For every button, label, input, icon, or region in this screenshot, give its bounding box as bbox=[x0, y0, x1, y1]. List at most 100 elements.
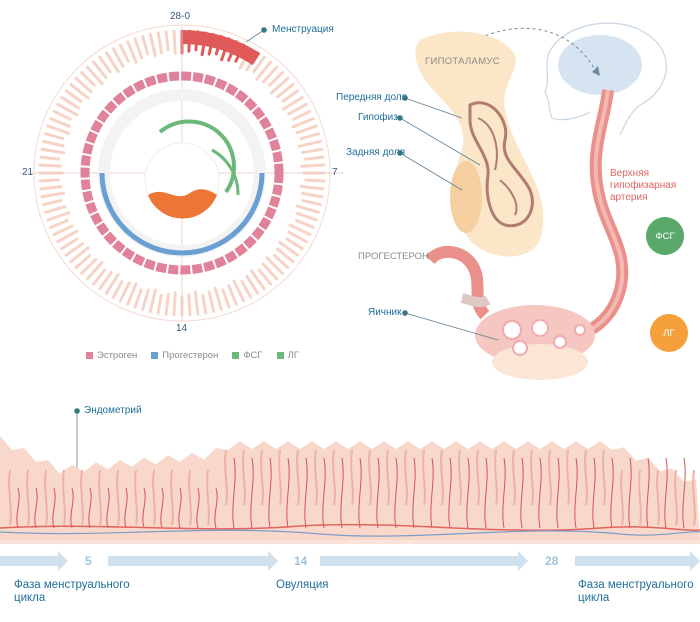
endometrial-gland bbox=[170, 469, 174, 526]
wheel-tick bbox=[288, 223, 312, 237]
timeline-arrow-4 bbox=[575, 551, 700, 571]
wheel-tick bbox=[69, 82, 90, 100]
timeline-mark-5: 5 bbox=[85, 554, 92, 568]
wheel-tick bbox=[240, 280, 253, 299]
wheel-tick bbox=[148, 33, 157, 58]
spiral-vessel bbox=[556, 457, 560, 529]
wheel-tick bbox=[39, 185, 63, 191]
legend-label-fsh: ФСГ bbox=[243, 350, 263, 361]
wheel-tick bbox=[104, 51, 120, 73]
spiral-vessel bbox=[646, 457, 650, 529]
wheel-tick bbox=[300, 147, 324, 155]
endometrial-gland bbox=[620, 469, 624, 526]
endometrial-gland bbox=[656, 469, 660, 526]
wheel-tick bbox=[172, 29, 177, 55]
phase-left-label: Фаза менструального цикла bbox=[14, 579, 130, 604]
wheel-tick bbox=[193, 290, 200, 316]
menses-fluid bbox=[148, 189, 217, 219]
wheel-top-label: 28-0 bbox=[170, 11, 191, 22]
wheel-tick bbox=[69, 246, 90, 264]
base-artery bbox=[0, 523, 700, 532]
endometrial-gland bbox=[494, 449, 498, 506]
endometrial-gland bbox=[188, 469, 192, 526]
wheel-tick bbox=[221, 288, 231, 309]
wheel-tick bbox=[133, 288, 143, 309]
posterior-lobe-shape bbox=[450, 161, 482, 233]
wheel-tick bbox=[285, 237, 304, 251]
wheel-tick bbox=[213, 286, 223, 311]
wheel-tick bbox=[232, 279, 246, 303]
legend-label-progesterone: Прогестерон bbox=[162, 350, 219, 361]
posterior-lobe-label: Задняя доля bbox=[346, 147, 405, 158]
wheel-tick bbox=[74, 254, 92, 270]
wheel-tick bbox=[201, 293, 208, 315]
wheel-tick bbox=[40, 191, 66, 199]
legend-swatch-progesterone bbox=[151, 352, 159, 359]
wheel-tick bbox=[249, 269, 266, 291]
wheel-tick bbox=[164, 30, 170, 52]
spiral-vessel bbox=[232, 457, 236, 529]
wheel-tick bbox=[187, 293, 192, 317]
spiral-vessel bbox=[484, 457, 488, 529]
endometrial-gland bbox=[566, 449, 570, 506]
wheel-tick bbox=[257, 268, 273, 286]
spiral-vessel bbox=[574, 457, 578, 529]
spiral-vessel bbox=[394, 457, 398, 529]
endometrial-gland bbox=[80, 469, 84, 526]
wheel-tick bbox=[300, 163, 326, 168]
spiral-vessel bbox=[160, 487, 164, 529]
endometrial-gland bbox=[584, 449, 588, 506]
endometrial-gland bbox=[530, 449, 534, 506]
spiral-vessel bbox=[34, 487, 38, 529]
legend-swatch-fsh bbox=[232, 352, 240, 359]
wheel-tick bbox=[39, 155, 61, 161]
wheel-tick bbox=[42, 199, 63, 207]
wheel-tick bbox=[282, 95, 304, 111]
spiral-vessel bbox=[142, 487, 146, 529]
wheel-tick bbox=[278, 240, 300, 257]
wheel-tick bbox=[301, 199, 322, 207]
wheel-tick bbox=[272, 254, 290, 270]
wheel-tick bbox=[46, 211, 71, 222]
wheel-tick bbox=[156, 293, 163, 315]
timeline-mark-14: 14 bbox=[294, 554, 308, 568]
wheel-tick bbox=[261, 262, 279, 281]
wheel-tick bbox=[111, 47, 125, 68]
wheel-tick bbox=[126, 282, 138, 306]
endometrial-gland bbox=[440, 449, 444, 506]
timeline-arrow-2 bbox=[108, 551, 278, 571]
wheel-tick bbox=[38, 178, 60, 183]
wheel-tick bbox=[126, 40, 138, 64]
spiral-vessel bbox=[214, 487, 218, 529]
wheel-tick bbox=[297, 139, 322, 148]
legend-label-estrogen: Эстроген bbox=[97, 350, 138, 361]
progesterone-arc bbox=[99, 172, 265, 256]
wheel-tick bbox=[49, 117, 71, 128]
legend-label-lh: ЛГ bbox=[287, 350, 299, 361]
spiral-vessel bbox=[268, 457, 272, 529]
spiral-vessel bbox=[106, 487, 110, 529]
spiral-vessel bbox=[322, 457, 326, 529]
wheel-tick bbox=[269, 76, 290, 95]
wheel-tick bbox=[118, 43, 130, 63]
spiral-vessel bbox=[196, 487, 200, 529]
wheel-tick bbox=[295, 204, 320, 214]
lh-arc bbox=[211, 148, 240, 196]
fsh-arc bbox=[158, 119, 236, 194]
wheel-tick bbox=[91, 268, 107, 286]
spiral-vessel bbox=[682, 457, 686, 529]
wheel-tick bbox=[141, 35, 150, 56]
endometrial-gland bbox=[692, 469, 696, 526]
endometrial-gland bbox=[44, 469, 48, 526]
wheel-tick bbox=[46, 124, 71, 135]
legend: Эстроген Прогестерон ФСГ ЛГ bbox=[86, 350, 299, 361]
wheel-tick bbox=[261, 65, 279, 84]
pituitary-label: Гипофиз bbox=[358, 112, 398, 123]
legend-swatch-lh bbox=[276, 352, 284, 359]
spiral-vessel bbox=[178, 487, 182, 529]
endometrial-gland bbox=[368, 449, 372, 506]
spiral-vessel bbox=[52, 487, 56, 529]
wheel-tick bbox=[74, 76, 93, 94]
spiral-vessel bbox=[592, 457, 596, 529]
